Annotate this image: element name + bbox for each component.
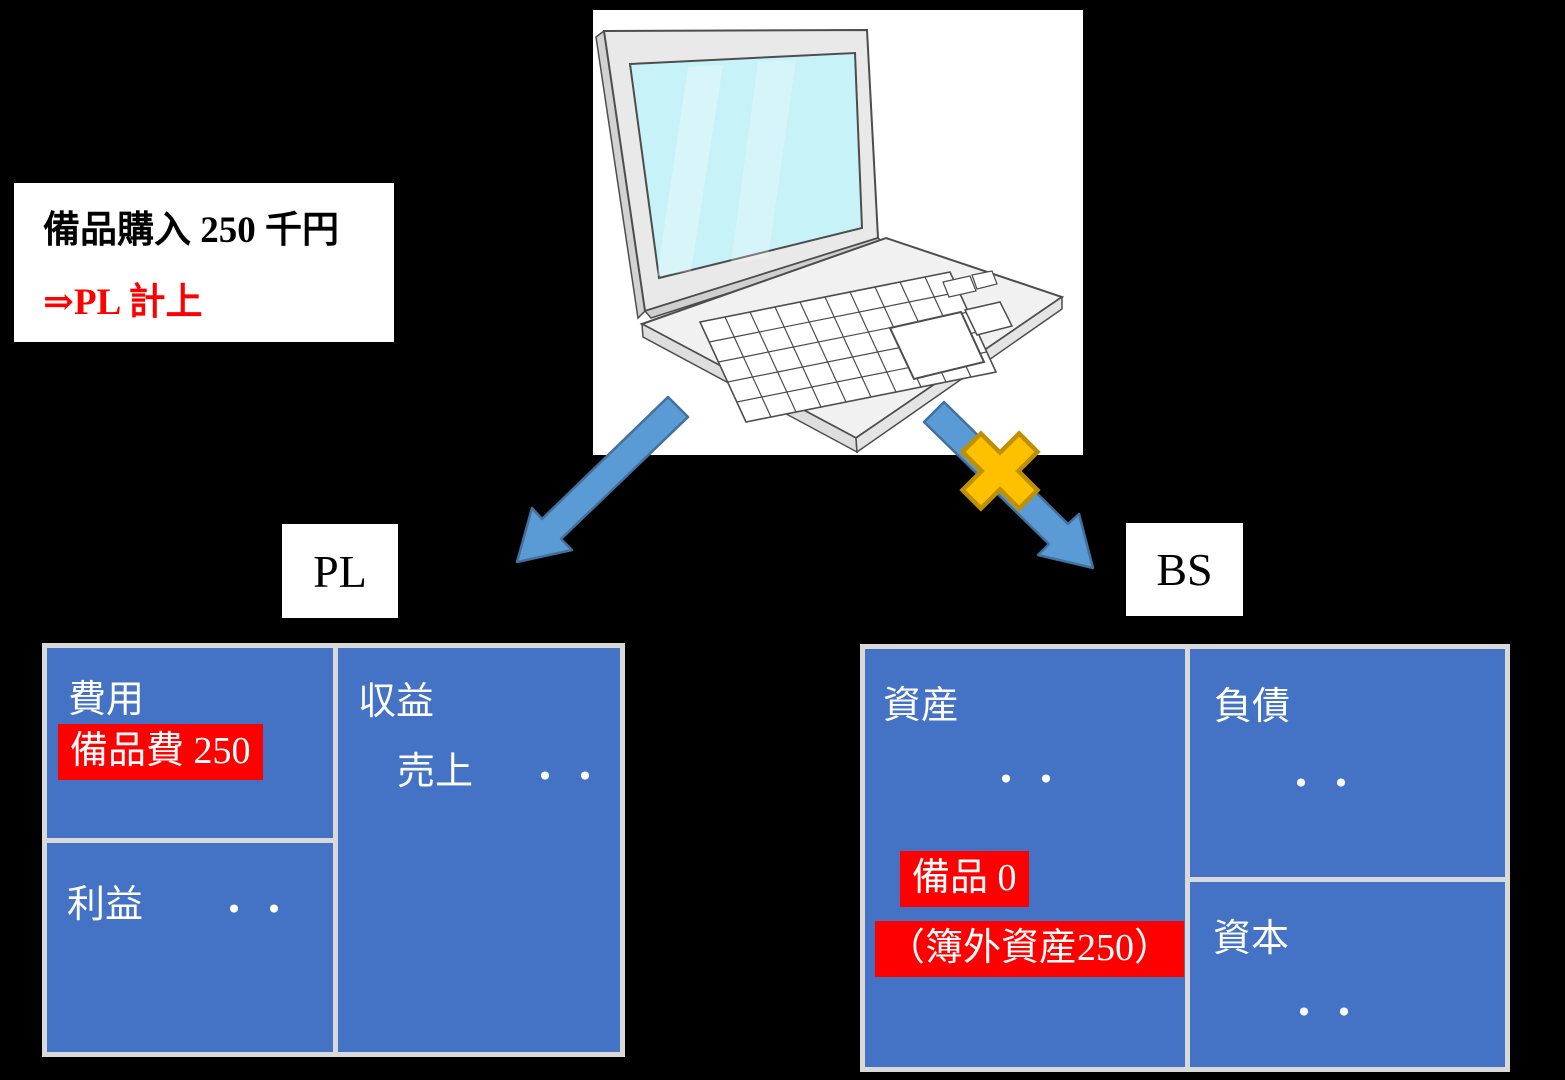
sales-dots: ・・ bbox=[526, 757, 607, 799]
bs-cell-capital: 資本 ・・ bbox=[1190, 882, 1505, 1067]
liabilities-title: 負債 bbox=[1214, 686, 1291, 728]
assets-highlight-equipment: 備品 0 bbox=[900, 851, 1029, 907]
bs-label-box: BS bbox=[1126, 523, 1243, 616]
sales-item: 売上 bbox=[397, 751, 474, 793]
laptop-image-panel bbox=[593, 10, 1083, 455]
bs-cell-liabilities: 負債 ・・ bbox=[1190, 649, 1505, 877]
info-box: 備品購入 250 千円 ⇒PL 計上 bbox=[14, 183, 394, 342]
revenue-title: 収益 bbox=[358, 681, 435, 723]
pl-cell-revenue: 収益 売上 ・・ bbox=[338, 648, 620, 1052]
expenses-title: 費用 bbox=[68, 679, 145, 721]
pl-cell-profit: 利益 ・・ bbox=[47, 843, 333, 1052]
bs-table: 資産 ・・ 備品 0 （簿外資産250） 負債 ・・ 資本 ・・ bbox=[860, 644, 1510, 1072]
assets-highlight-offbook: （簿外資産250） bbox=[875, 921, 1185, 977]
laptop-icon bbox=[593, 28, 1083, 455]
info-line2-pl-keijo: ⇒PL 計上 bbox=[43, 282, 203, 323]
liabilities-dots: ・・ bbox=[1282, 764, 1363, 806]
bs-cell-assets: 資産 ・・ 備品 0 （簿外資産250） bbox=[865, 649, 1185, 1067]
profit-title: 利益 bbox=[67, 884, 144, 926]
assets-title: 資産 bbox=[883, 685, 960, 727]
capital-dots: ・・ bbox=[1285, 993, 1366, 1035]
info-line1: 備品購入 250 千円 bbox=[43, 210, 339, 251]
assets-dots: ・・ bbox=[987, 760, 1068, 802]
pl-table: 費用 備品費 250 利益 ・・ 収益 売上 ・・ bbox=[42, 643, 625, 1057]
profit-dots: ・・ bbox=[215, 890, 296, 932]
bs-label: BS bbox=[1156, 544, 1213, 595]
pl-cell-expenses: 費用 備品費 250 bbox=[47, 648, 333, 838]
expenses-highlight: 備品費 250 bbox=[58, 724, 263, 780]
pl-label: PL bbox=[313, 545, 367, 597]
capital-title: 資本 bbox=[1213, 918, 1290, 960]
pl-label-box: PL bbox=[282, 524, 398, 618]
